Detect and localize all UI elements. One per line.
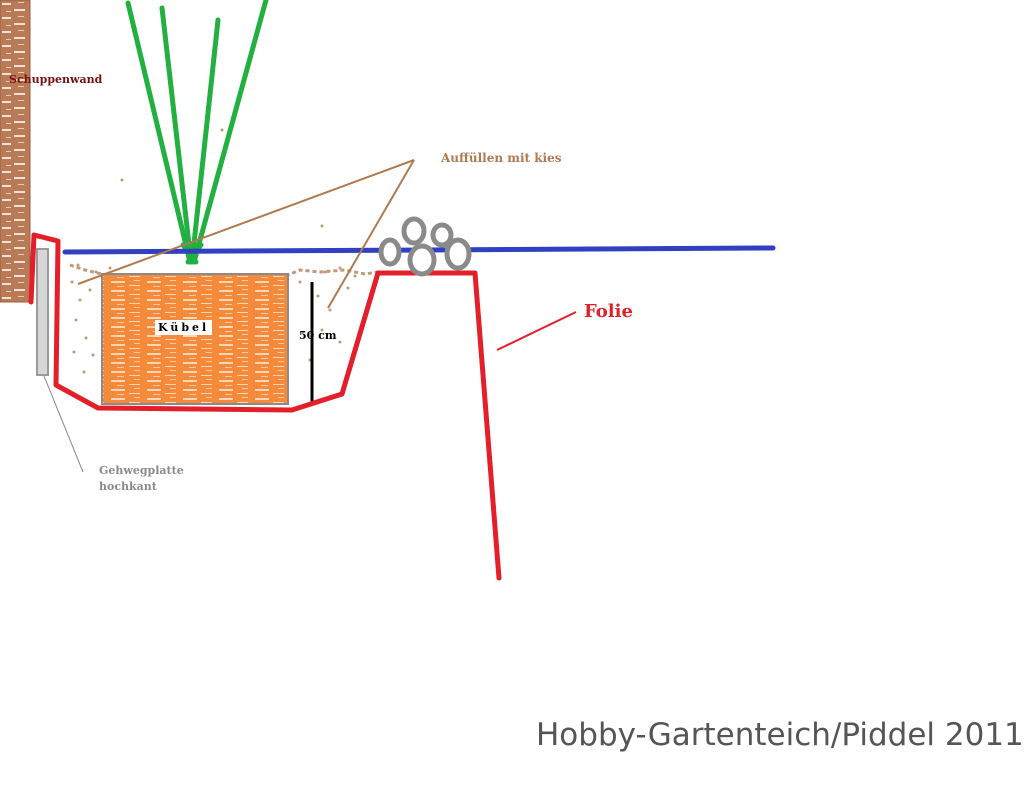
credit-watermark: Hobby-Gartenteich/Piddel 2011 <box>536 717 1024 753</box>
edge-stones <box>378 216 472 277</box>
shed-wall <box>0 0 31 303</box>
label-paving-slab-line1: Gehwegplatte <box>99 464 184 477</box>
gravel-speckles <box>70 128 357 374</box>
label-pond-liner: Folie <box>584 301 633 322</box>
label-depth: 50 cm <box>299 329 337 342</box>
fill-leader-lines <box>77 159 415 309</box>
label-shed-wall: Schuppenwand <box>9 73 103 86</box>
tub-body <box>101 273 289 405</box>
upright-paving-slab <box>36 248 49 376</box>
label-tub: Kübel <box>155 320 213 335</box>
reed-plant <box>125 0 269 265</box>
folie-leader-line <box>496 311 577 351</box>
label-gravel-fill: Auffüllen mit kies <box>441 151 562 165</box>
label-paving-slab: Gehwegplatte hochkant <box>99 463 184 495</box>
label-paving-slab-line2: hochkant <box>99 480 157 493</box>
slab-leader-line <box>43 375 84 473</box>
